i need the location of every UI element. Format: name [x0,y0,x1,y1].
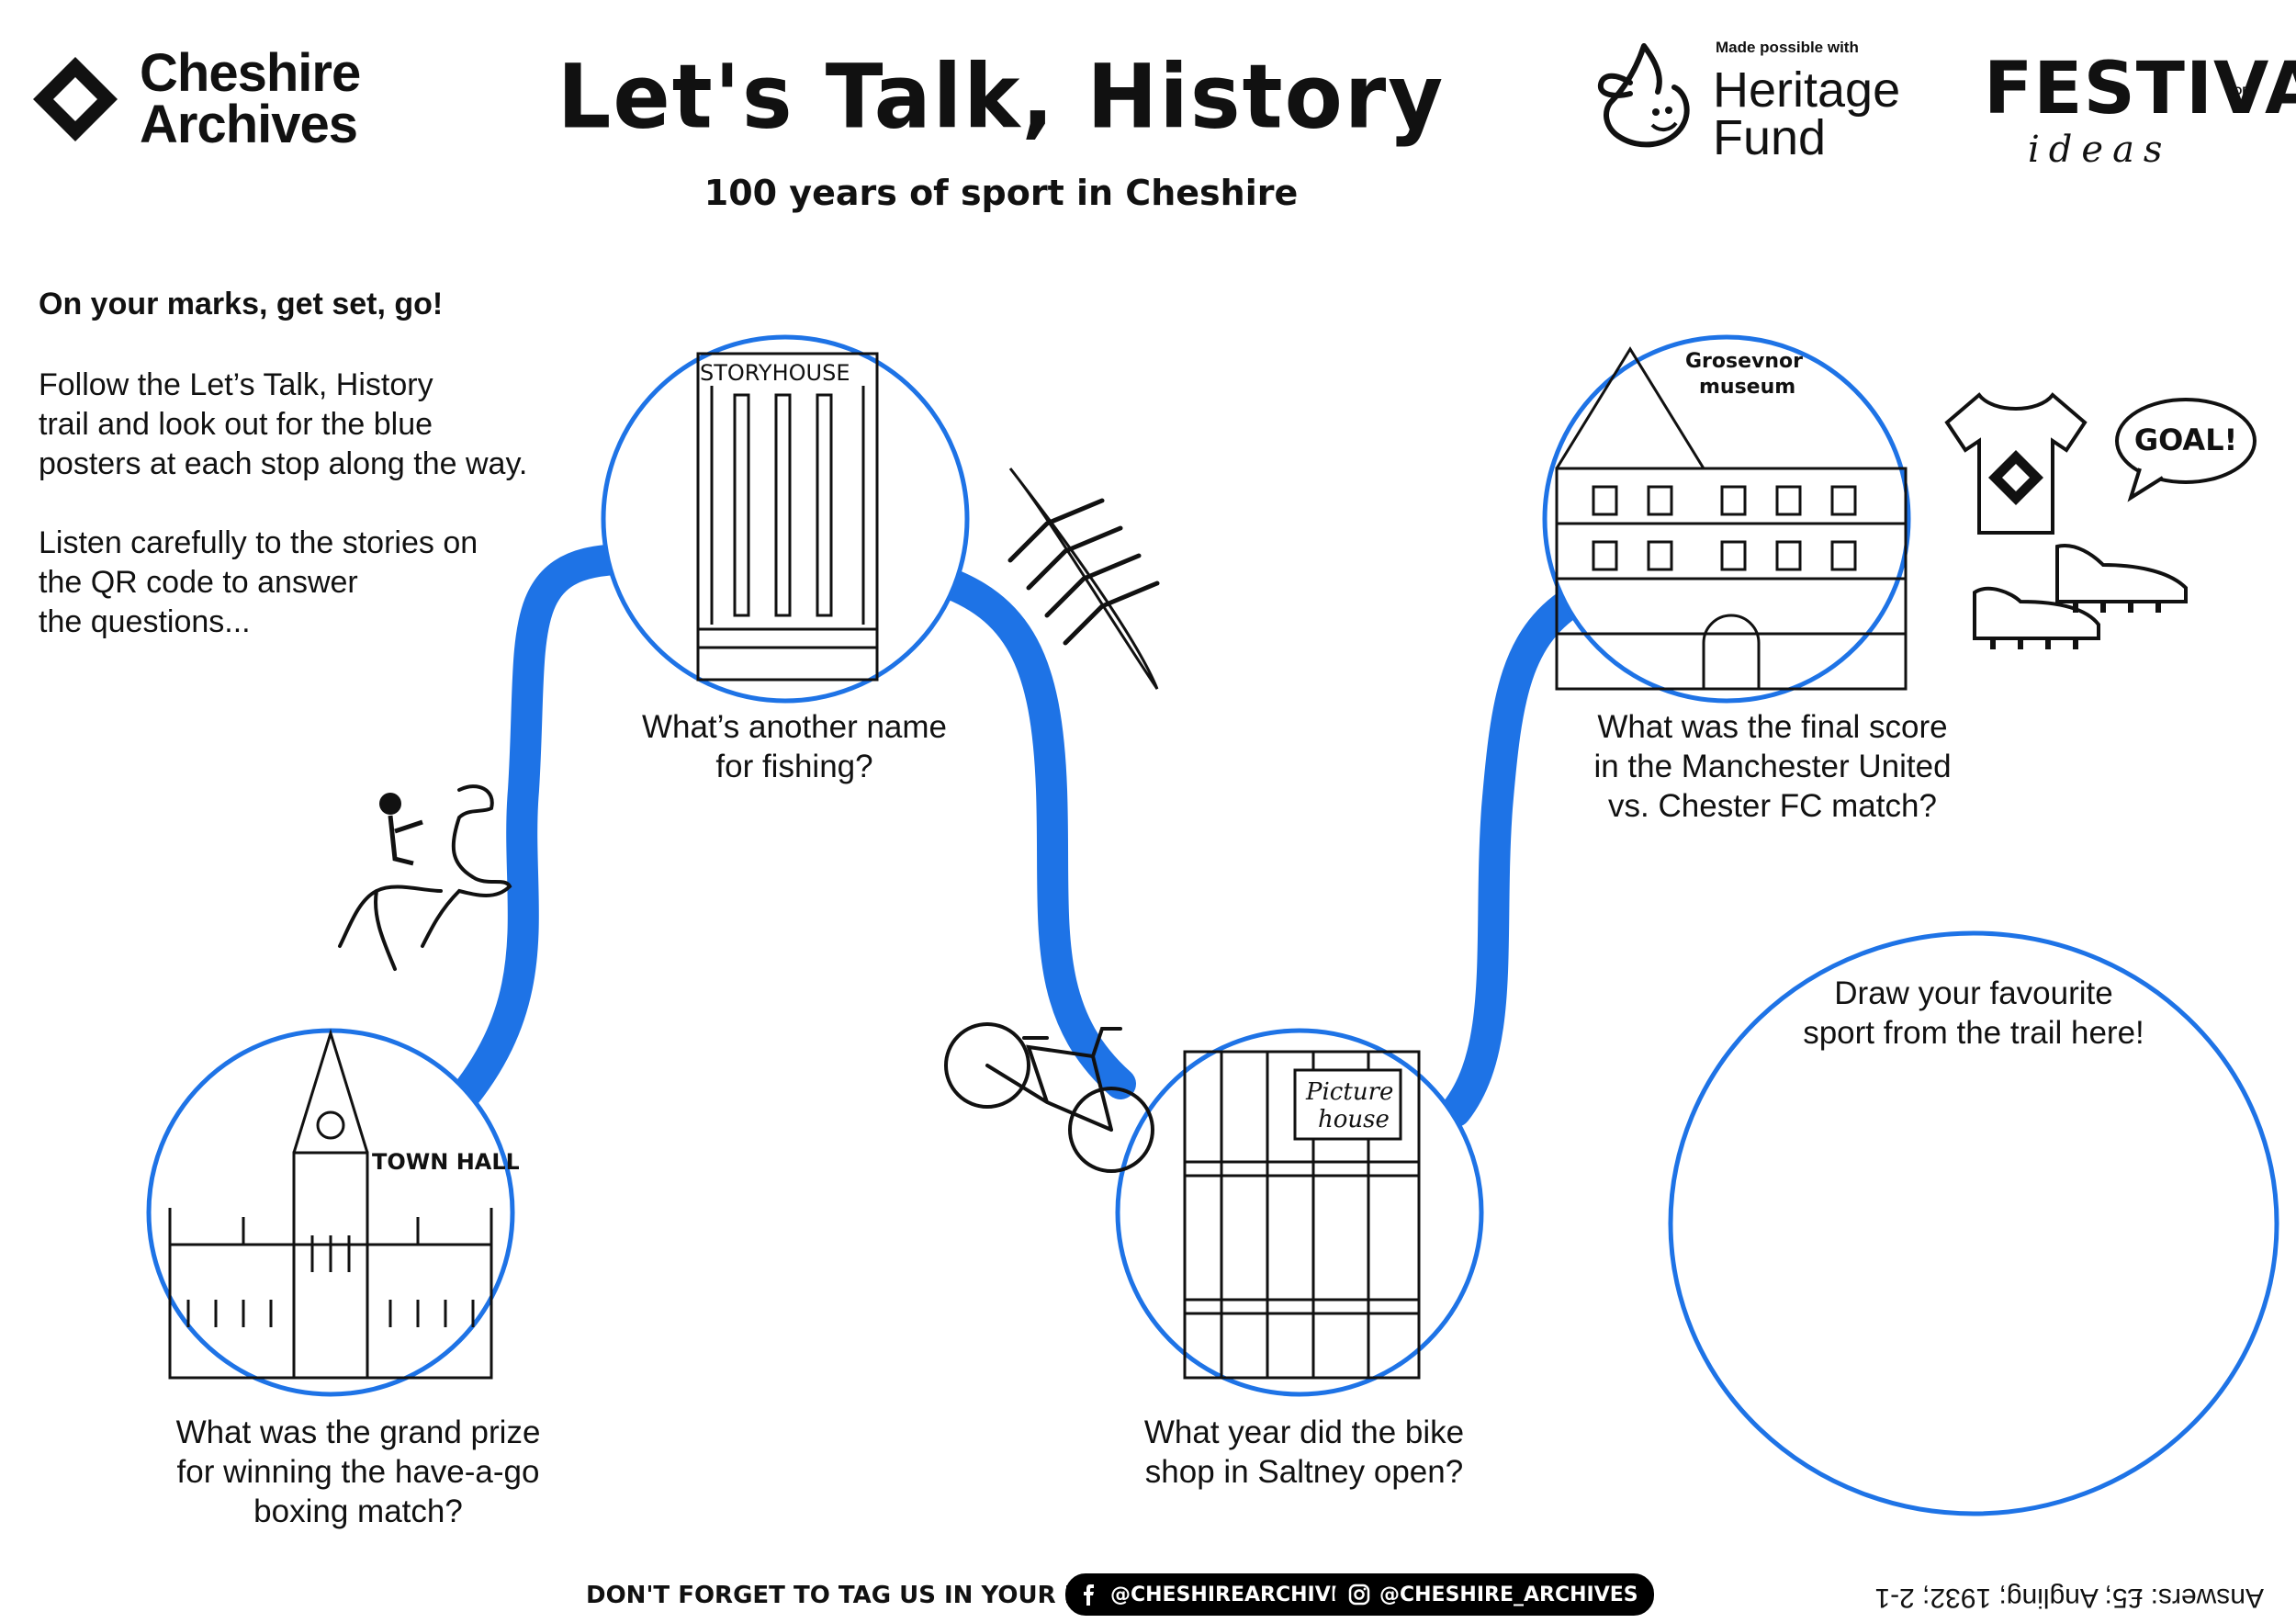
drawing-circle[interactable] [1667,930,2280,1517]
page-subtitle: 100 years of sport in Cheshire [703,173,1299,213]
facebook-icon [1077,1582,1103,1607]
tshirt-icon [1944,392,2088,535]
instagram-handle: @CHESHIRE_ARCHIVES [1379,1583,1638,1606]
brand-name-line2: Archives [140,95,358,154]
storyhouse-sign: STORYHOUSE [700,360,850,386]
brand-name-line1: Cheshire [140,43,361,103]
heritage-line1: Heritage [1713,62,1901,118]
heritage-fund-logo: Heritage Fund [1713,62,1901,165]
festival-logo: FESTIVAL [1984,48,2296,130]
lottery-hand-icon [1597,43,1690,148]
facebook-handle-link[interactable]: @CHESHIREARCHIVES [1065,1573,1375,1616]
intro-heading: On your marks, get set, go! [39,287,444,321]
intro-body: Follow the Let’s Talk, History trail and… [39,367,528,639]
cheshire-archives-logo-icon [33,57,118,141]
heritage-line2: Fund [1713,110,1827,165]
festival-ideas-text: ideas [2028,129,2172,171]
town-hall-question: What was the grand prize for winning the… [175,1414,541,1529]
brand-name: Cheshire Archives [140,43,361,154]
rowing-boat-icon [1007,468,1160,690]
made-possible-text: Made possible with [1716,39,1859,56]
answers-text: Answers: £5; Angling; 1932; 2-1 [1874,1583,2264,1613]
picture-house-sign-line2: house [1318,1106,1390,1133]
picture-house-circle: Picture house [1115,1028,1484,1397]
town-hall-circle: TOWN HALL [146,1028,519,1397]
grosvenor-question: What was the final score in the Manchest… [1593,709,1952,824]
festival-of-text: OF [2234,85,2249,97]
football-boots-icon [1973,544,2188,649]
picture-house-sign-line1: Picture [1305,1078,1393,1106]
town-hall-sign: TOWN HALL [372,1149,519,1175]
drawing-prompt: Draw your favourite sport from the trail… [1803,975,2144,1051]
grosvenor-sign-line2: museum [1699,376,1795,399]
page-title: Let's Talk, History [557,45,1446,149]
instagram-handle-link[interactable]: @CHESHIRE_ARCHIVES [1334,1573,1654,1616]
storyhouse-question: What’s another name for fishing? [641,709,948,784]
grosvenor-museum-circle: Grosevnor museum [1542,334,1911,704]
goal-speech-bubble: GOAL! [2115,398,2257,502]
grosvenor-sign-line1: Grosevnor [1685,350,1803,373]
facebook-handle: @CHESHIREARCHIVES [1110,1583,1359,1606]
goal-text: GOAL! [2134,423,2237,457]
instagram-icon [1346,1582,1372,1607]
horse-rider-icon [338,784,512,971]
picture-house-question: What year did the bike shop in Saltney o… [1143,1414,1465,1490]
bicycle-icon [944,1022,1154,1173]
storyhouse-circle: STORYHOUSE [601,334,970,704]
